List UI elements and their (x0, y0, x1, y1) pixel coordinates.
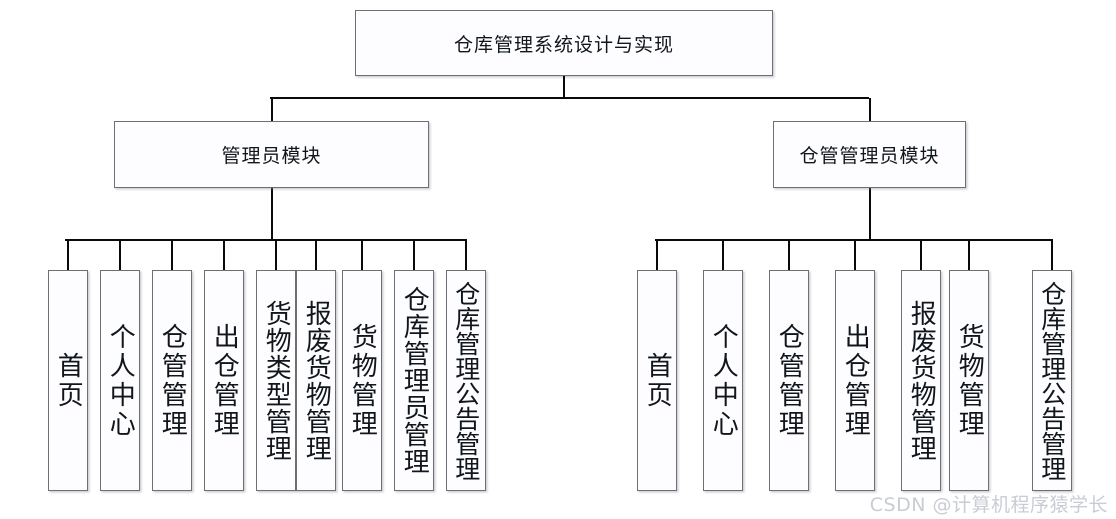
leaf-node-label: 仓库管理员管理 (399, 286, 430, 475)
leaf-node-label: 仓库管理公告管理 (451, 280, 481, 481)
leaf-node-admin-5[interactable]: 货物类型管理 (256, 270, 296, 491)
leaf-node-label: 首页 (53, 351, 84, 410)
leaf-node-admin-4[interactable]: 出仓管理 (204, 270, 244, 491)
leaf-node-label: 首页 (642, 351, 673, 410)
leaf-node-label: 报废货物管理 (906, 299, 937, 462)
leaf-node-label: 货物管理 (954, 322, 985, 439)
leaf-node-admin-7[interactable]: 货物管理 (342, 270, 382, 491)
connector-bus-admin (65, 239, 467, 241)
connector-leaf-stem-admin-1 (67, 240, 69, 270)
root-node[interactable]: 仓库管理系统设计与实现 (355, 10, 773, 76)
leaf-node-warehouse-keeper-4[interactable]: 出仓管理 (835, 270, 875, 491)
connector-leaf-stem-warehouse-keeper-4 (854, 240, 856, 270)
leaf-node-label: 仓库管理公告管理 (1037, 280, 1067, 481)
leaf-node-label: 货物管理 (347, 322, 378, 439)
leaf-node-label: 报废货物管理 (301, 299, 332, 462)
connector-branch-stem-warehouse-keeper (868, 98, 871, 121)
connector-root-stem (563, 76, 565, 98)
connector-leaf-stem-admin-6 (315, 240, 317, 270)
connector-branch-drop-admin (270, 188, 273, 240)
leaf-node-admin-9[interactable]: 仓库管理公告管理 (446, 270, 486, 491)
leaf-node-admin-2[interactable]: 个人中心 (100, 270, 140, 491)
connector-leaf-stem-warehouse-keeper-1 (656, 240, 658, 270)
branch-node-label: 管理员模块 (221, 145, 322, 167)
leaf-node-admin-8[interactable]: 仓库管理员管理 (394, 270, 434, 491)
leaf-node-admin-1[interactable]: 首页 (48, 270, 88, 491)
connector-leaf-stem-admin-5 (275, 240, 277, 270)
leaf-node-label: 货物类型管理 (261, 299, 292, 462)
connector-leaf-stem-admin-8 (413, 240, 415, 270)
connector-branch-stem-admin (270, 98, 273, 121)
leaf-node-warehouse-keeper-3[interactable]: 仓管管理 (769, 270, 809, 491)
leaf-node-warehouse-keeper-6[interactable]: 货物管理 (949, 270, 989, 491)
connector-leaf-stem-admin-2 (119, 240, 121, 270)
leaf-node-admin-6[interactable]: 报废货物管理 (296, 270, 336, 491)
root-node-label: 仓库管理系统设计与实现 (453, 33, 674, 56)
branch-node-warehouse-keeper[interactable]: 仓管管理员模块 (773, 121, 966, 188)
connector-leaf-stem-warehouse-keeper-6 (968, 240, 970, 270)
connector-leaf-stem-warehouse-keeper-2 (722, 240, 724, 270)
leaf-node-admin-3[interactable]: 仓管管理 (152, 270, 192, 491)
leaf-node-label: 个人中心 (105, 322, 136, 439)
leaf-node-label: 仓管管理 (774, 322, 805, 439)
connector-leaf-stem-admin-3 (171, 240, 173, 270)
leaf-node-label: 个人中心 (708, 322, 739, 439)
connector-branch-drop-warehouse-keeper (868, 188, 871, 240)
leaf-node-label: 仓管管理 (157, 322, 188, 439)
connector-leaf-stem-admin-7 (361, 240, 363, 270)
connector-leaf-stem-warehouse-keeper-3 (788, 240, 790, 270)
leaf-node-warehouse-keeper-1[interactable]: 首页 (637, 270, 677, 491)
leaf-node-warehouse-keeper-5[interactable]: 报废货物管理 (901, 270, 941, 491)
leaf-node-warehouse-keeper-2[interactable]: 个人中心 (703, 270, 743, 491)
connector-leaf-stem-admin-9 (465, 240, 467, 270)
connector-leaf-stem-admin-4 (223, 240, 225, 270)
branch-node-label: 仓管管理员模块 (799, 145, 940, 167)
leaf-node-label: 出仓管理 (209, 322, 240, 439)
connector-top-bus (270, 97, 869, 99)
connector-leaf-stem-warehouse-keeper-7 (1051, 240, 1053, 270)
branch-node-admin[interactable]: 管理员模块 (114, 121, 429, 188)
connector-leaf-stem-warehouse-keeper-5 (920, 240, 922, 270)
leaf-node-warehouse-keeper-7[interactable]: 仓库管理公告管理 (1032, 270, 1072, 491)
leaf-node-label: 出仓管理 (840, 322, 871, 439)
watermark: CSDN @计算机程序猿学长 (869, 494, 1108, 516)
